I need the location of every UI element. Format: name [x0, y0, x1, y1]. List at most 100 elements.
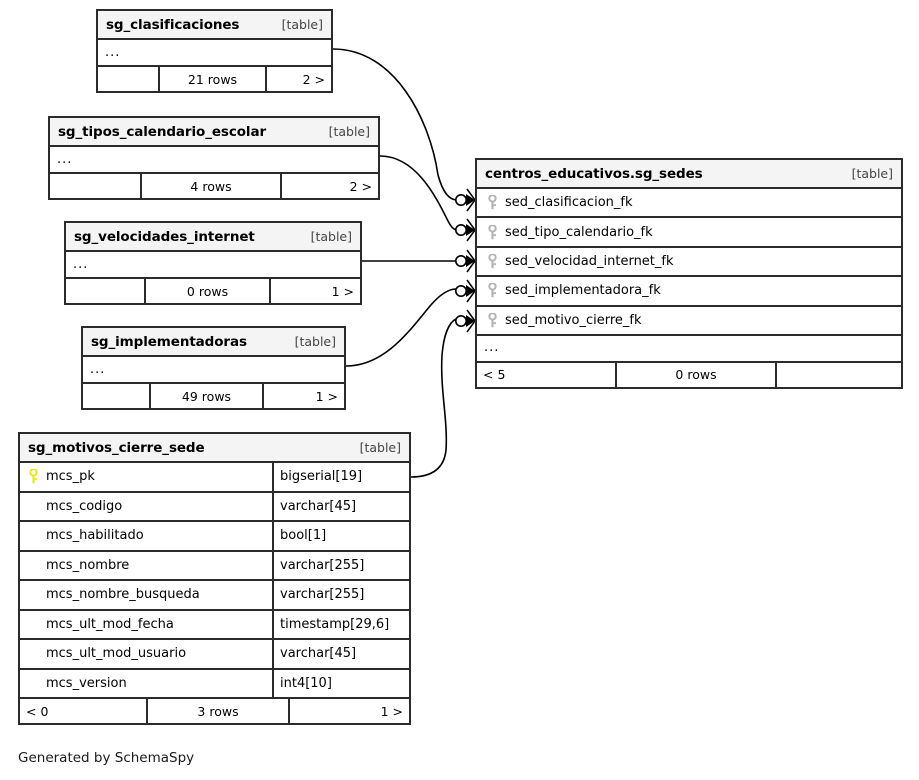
key-icon-placeholder [26, 498, 40, 514]
column-cell: mcs_ult_mod_usuario [20, 640, 274, 668]
crowsfoot-2 [466, 224, 475, 236]
key-icon-placeholder [26, 646, 40, 662]
table-row[interactable]: sed_tipo_calendario_fk [477, 218, 901, 248]
column-cell: mcs_pk [20, 463, 274, 491]
column-name: mcs_pk [46, 469, 95, 485]
footer-child-count: 1 > [331, 283, 354, 299]
foreign-key-icon [485, 195, 499, 211]
table-header: sg_velocidades_internet [table] [66, 223, 360, 252]
foreign-key-icon [485, 253, 499, 269]
zero-marker-1 [454, 194, 467, 207]
collapsed-columns-indicator: ... [83, 357, 344, 384]
crowsfoot-3 [466, 255, 475, 267]
table-row[interactable]: sed_motivo_cierre_fk [477, 307, 901, 336]
column-cell: mcs_version [20, 669, 274, 697]
table-footer: < 0 3 rows 1 > [20, 699, 409, 723]
table-row[interactable]: sed_clasificacion_fk [477, 189, 901, 219]
table-sg-implementadoras[interactable]: sg_implementadoras [table] ... 49 rows 1… [81, 326, 346, 410]
crowsfoot-1 [466, 194, 475, 206]
table-row[interactable]: mcs_version int4[10] [20, 669, 409, 699]
table-row[interactable]: mcs_nombre varchar[255] [20, 551, 409, 581]
column-name: mcs_codigo [46, 498, 123, 514]
footer-parent-count [83, 384, 151, 408]
table-title: sg_motivos_cierre_sede [28, 439, 205, 456]
edge-implementadoras-to-sed-implementadora-fk [345, 288, 457, 367]
footer-parent-count: < 5 [477, 362, 617, 387]
footer-parent-count: < 0 [20, 699, 148, 723]
table-footer: 0 rows 1 > [66, 279, 360, 303]
table-sg-clasificaciones[interactable]: sg_clasificaciones [table] ... 21 rows 2… [96, 9, 333, 93]
table-row[interactable]: sed_implementadora_fk [477, 277, 901, 307]
column-cell: sed_tipo_calendario_fk [477, 218, 901, 245]
zero-marker-2 [454, 224, 467, 237]
edge-tipos-calendario-to-sed-tipo-calendario-fk [379, 155, 457, 231]
table-header: sg_implementadoras [table] [83, 328, 344, 357]
column-cell: sed_implementadora_fk [477, 277, 901, 304]
column-name: mcs_nombre [46, 557, 130, 573]
table-header: centros_educativos.sg_sedes [table] [477, 160, 901, 189]
zero-marker-5 [454, 314, 467, 327]
footer-parent-count [98, 67, 160, 91]
table-sg-velocidades-internet[interactable]: sg_velocidades_internet [table] ... 0 ro… [64, 221, 362, 305]
footer-row-count: 21 rows [160, 67, 267, 91]
collapsed-columns-indicator: ... [66, 252, 360, 279]
key-icon-placeholder [26, 616, 40, 632]
table-type-tag: [table] [294, 334, 336, 349]
column-cell: mcs_habilitado [20, 522, 274, 550]
column-cell: sed_velocidad_internet_fk [477, 248, 901, 275]
footer-child-count: 1 > [380, 703, 403, 719]
table-footer: 4 rows 2 > [50, 174, 378, 198]
column-name: mcs_version [46, 675, 127, 691]
edge-motivos-cierre-to-sed-motivo-cierre-fk [410, 318, 457, 478]
collapsed-columns-indicator: ... [477, 336, 901, 363]
footer-row-count: 3 rows [148, 699, 290, 723]
table-centros-educativos-sg-sedes[interactable]: centros_educativos.sg_sedes [table] sed_… [475, 158, 903, 389]
key-icon-placeholder [26, 557, 40, 573]
table-footer: 21 rows 2 > [98, 67, 331, 91]
column-name: sed_tipo_calendario_fk [505, 224, 653, 240]
footer-row-count: 4 rows [142, 174, 282, 198]
primary-key-icon [26, 469, 40, 485]
column-type: timestamp[29,6] [280, 616, 390, 632]
table-sg-tipos-calendario-escolar[interactable]: sg_tipos_calendario_escolar [table] ... … [48, 116, 380, 200]
table-row[interactable]: mcs_codigo varchar[45] [20, 492, 409, 522]
schemaspy-credit: Generated by SchemaSpy [18, 750, 195, 766]
table-type-tag: [table] [281, 17, 323, 32]
table-type-tag: [table] [328, 124, 370, 139]
crowsfoot-whiskers [466, 188, 476, 333]
table-title: centros_educativos.sg_sedes [485, 165, 703, 182]
column-type: varchar[255] [280, 557, 365, 573]
key-icon-placeholder [26, 587, 40, 603]
table-row[interactable]: sed_velocidad_internet_fk [477, 248, 901, 278]
column-cell: sed_motivo_cierre_fk [477, 307, 901, 334]
footer-row-count: 0 rows [146, 279, 271, 303]
column-cell: mcs_nombre [20, 551, 274, 579]
footer-child-count [777, 363, 901, 387]
column-list: sed_clasificacion_fk sed_tipo_calendario_… [477, 189, 901, 336]
column-name: sed_implementadora_fk [505, 283, 661, 299]
crowsfoot-markers [466, 194, 475, 327]
footer-child-count: 1 > [315, 388, 338, 404]
footer-child-count: 2 > [302, 71, 325, 87]
table-type-tag: [table] [851, 166, 893, 181]
table-header: sg_motivos_cierre_sede [table] [20, 434, 409, 463]
zero-marker-3 [454, 255, 467, 268]
table-header: sg_tipos_calendario_escolar [table] [50, 118, 378, 147]
column-type: varchar[45] [280, 498, 357, 514]
column-name: mcs_nombre_busqueda [46, 587, 200, 603]
zero-marker-4 [454, 284, 467, 297]
column-type: int4[10] [280, 675, 332, 691]
foreign-key-icon [485, 312, 499, 328]
table-header: sg_clasificaciones [table] [98, 11, 331, 40]
cardinality-markers [454, 194, 467, 327]
column-cell: mcs_nombre_busqueda [20, 581, 274, 609]
table-footer: 49 rows 1 > [83, 384, 344, 408]
